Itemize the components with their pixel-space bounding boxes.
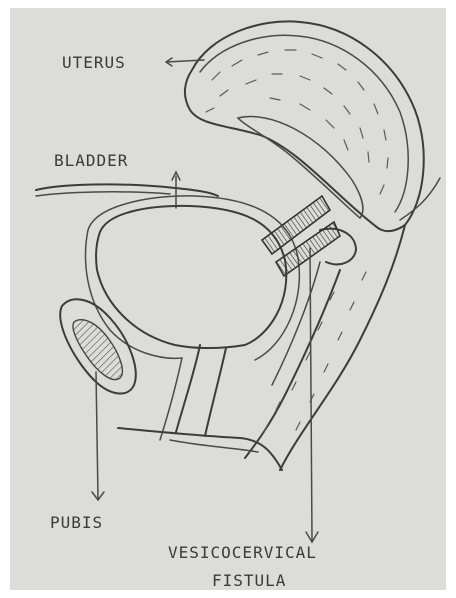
label-pubis: PUBIS xyxy=(50,513,103,532)
label-uterus: UTERUS xyxy=(62,53,126,72)
label-bladder: BLADDER xyxy=(54,151,128,170)
label-fistula-line2: FISTULA xyxy=(212,571,286,590)
label-fistula-line1: VESICOCERVICAL xyxy=(168,543,317,562)
